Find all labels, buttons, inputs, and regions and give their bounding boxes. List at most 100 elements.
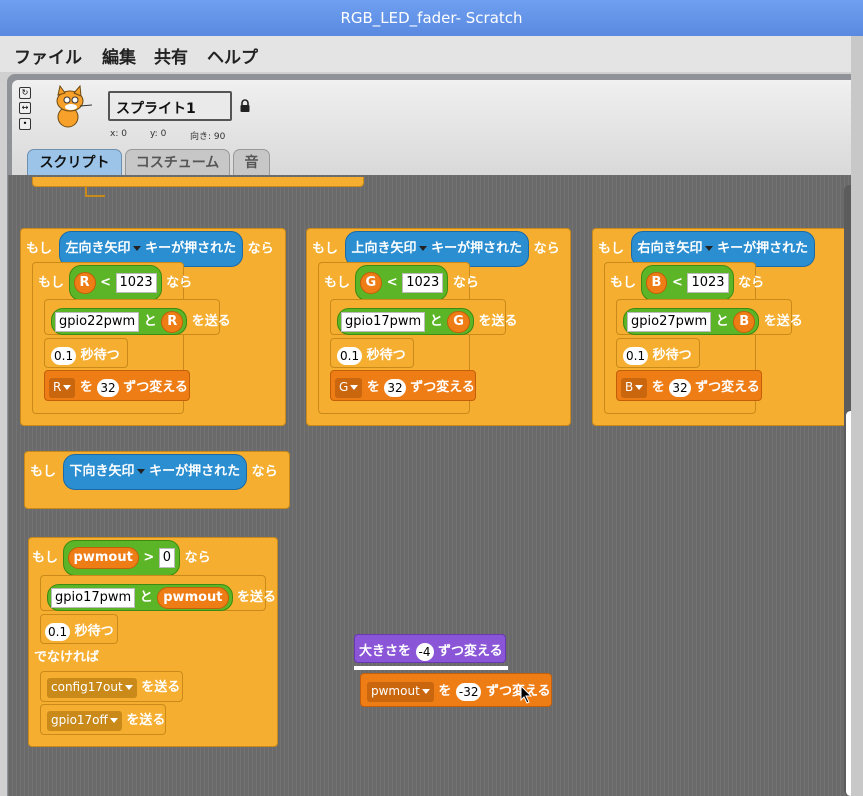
send-label: を送る	[126, 713, 166, 728]
wait-input[interactable]: 0.1	[623, 346, 649, 365]
send-label: を送る	[191, 313, 231, 329]
menu-help[interactable]: ヘルプ	[207, 48, 258, 68]
mouse-cursor-icon	[520, 685, 533, 704]
menu-edit[interactable]: 編集	[102, 48, 136, 68]
broadcast-block[interactable]: gpio17off を送る	[40, 704, 166, 735]
var-pwmout[interactable]: pwmout	[67, 546, 139, 569]
drop-indicator	[354, 666, 508, 670]
if-header: もし pwmout > 0 なら	[32, 540, 211, 576]
send-block[interactable]: gpio17pwm と pwmout を送る	[40, 575, 276, 611]
join-operator[interactable]: gpio17pwm と G	[337, 308, 474, 335]
size-label: 大きさを	[359, 644, 412, 659]
script-area[interactable]: もし 左向き矢印 キーが押された なら もし R < 1023 なら gpio2…	[8, 175, 863, 796]
send-name-input[interactable]: gpio17pwm	[51, 587, 136, 608]
size-by-label: ずつ変える	[438, 644, 503, 659]
wait-block[interactable]: 0.1 秒待つ	[40, 614, 118, 644]
then-label: なら	[251, 464, 278, 480]
gt-operator[interactable]: pwmout > 0	[62, 540, 181, 576]
join-operator[interactable]: gpio27pwm と B	[623, 308, 760, 335]
limit-input[interactable]: 1023	[687, 272, 729, 293]
var-dropdown[interactable]: G	[335, 377, 363, 398]
key-pressed-sensor[interactable]: 上向き矢印 キーが押された	[344, 231, 530, 267]
size-input[interactable]: -4	[415, 642, 434, 661]
var-r[interactable]: R	[73, 271, 96, 294]
lt-operator[interactable]: R < 1023	[68, 265, 162, 301]
tab-costumes[interactable]: コスチューム	[125, 149, 230, 175]
wait-block[interactable]: 0.1 秒待つ	[616, 338, 700, 368]
compare-input[interactable]: 0	[158, 547, 176, 568]
key-pressed-sensor[interactable]: 左向き矢印 キーが押された	[58, 231, 244, 267]
window-scrollbar[interactable]	[851, 36, 863, 796]
lt-operator[interactable]: B < 1023	[640, 265, 734, 301]
lt-operator[interactable]: G < 1023	[354, 265, 449, 301]
var-pwmout[interactable]: pwmout	[157, 586, 229, 609]
menu-file[interactable]: ファイル	[14, 48, 82, 68]
var-b[interactable]: B	[645, 271, 668, 294]
key-dropdown[interactable]: 右向き矢印	[637, 241, 703, 256]
step-input[interactable]: 32	[384, 378, 406, 397]
wait-block[interactable]: 0.1 秒待つ	[330, 338, 414, 368]
nested-if-header: もし R < 1023 なら	[38, 265, 192, 301]
var-dropdown[interactable]: pwmout	[367, 681, 434, 702]
send-block[interactable]: gpio27pwm と B を送る	[616, 299, 803, 335]
limit-input[interactable]: 1023	[402, 272, 444, 293]
change-size-block[interactable]: 大きさを -4 ずつ変える	[354, 634, 506, 663]
change-var-block[interactable]: G を 32 ずつ変える	[330, 370, 476, 401]
window-title: RGB_LED_fader- Scratch	[0, 0, 863, 36]
send-name-input[interactable]: gpio27pwm	[627, 311, 712, 332]
change-var-block[interactable]: B を 32 ずつ変える	[616, 370, 762, 401]
change-var-block[interactable]: R を 32 ずつ変える	[44, 370, 190, 401]
var-r[interactable]: R	[161, 310, 184, 333]
broadcast-block[interactable]: config17out を送る	[40, 671, 183, 702]
var-dropdown[interactable]: B	[621, 377, 648, 398]
var-b[interactable]: B	[733, 310, 756, 333]
tab-sounds[interactable]: 音	[233, 149, 270, 175]
sprite-y: y: 0	[150, 129, 167, 139]
changeby-label: ずつ変える	[695, 380, 760, 395]
step-input[interactable]: 32	[97, 378, 119, 397]
send-block[interactable]: gpio17pwm と G を送る	[330, 299, 517, 335]
key-dropdown[interactable]: 上向き矢印	[351, 241, 417, 256]
then-label: なら	[184, 550, 211, 566]
vertical-scrollbar-thumb[interactable]	[846, 411, 855, 796]
change-var-block[interactable]: pwmout を -32 ずつ変える	[360, 673, 552, 707]
limit-input[interactable]: 1023	[115, 272, 157, 293]
lt-symbol: <	[672, 275, 683, 290]
send-label: を送る	[141, 680, 181, 695]
rotate-all-icon[interactable]: ↻	[19, 87, 31, 99]
lock-icon[interactable]	[240, 99, 250, 112]
and-label: と	[143, 314, 157, 329]
message-dropdown[interactable]: gpio17off	[47, 710, 122, 731]
no-rotate-icon[interactable]: •	[19, 118, 31, 130]
if-header: もし 上向き矢印 キーが押された なら	[312, 231, 560, 267]
wait-input[interactable]: 0.1	[337, 346, 363, 365]
message-dropdown[interactable]: config17out	[47, 677, 137, 698]
var-g[interactable]: G	[359, 271, 383, 294]
pressed-label: キーが押された	[149, 464, 241, 479]
var-g[interactable]: G	[447, 310, 470, 333]
wait-input[interactable]: 0.1	[45, 622, 71, 641]
wait-block[interactable]: 0.1 秒待つ	[44, 338, 128, 368]
var-dropdown[interactable]: R	[49, 377, 76, 398]
wait-input[interactable]: 0.1	[51, 346, 77, 365]
cat-sprite-icon	[56, 85, 93, 128]
send-name-input[interactable]: gpio22pwm	[55, 311, 140, 332]
left-right-icon[interactable]: ↔	[19, 102, 31, 114]
partial-block-bottom[interactable]	[32, 177, 364, 187]
send-block[interactable]: gpio22pwm と R を送る	[44, 299, 231, 335]
key-dropdown[interactable]: 左向き矢印	[65, 241, 131, 256]
dropdown-arrow-icon	[136, 469, 145, 474]
message-value: gpio17off	[51, 712, 108, 727]
key-pressed-sensor[interactable]: 下向き矢印 キーが押された	[62, 454, 248, 490]
menu-share[interactable]: 共有	[154, 48, 188, 68]
send-name-input[interactable]: gpio17pwm	[341, 311, 426, 332]
step-input[interactable]: 32	[669, 378, 691, 397]
key-pressed-sensor[interactable]: 右向き矢印 キーが押された	[630, 231, 816, 267]
tab-scripts[interactable]: スクリプト	[27, 149, 122, 175]
sprite-name-field[interactable]: スプライト1	[108, 91, 232, 121]
key-dropdown[interactable]: 下向き矢印	[69, 464, 135, 479]
var-dropdown-value: R	[53, 379, 62, 394]
step-input[interactable]: -32	[455, 682, 482, 701]
join-operator[interactable]: gpio22pwm と R	[51, 308, 188, 335]
join-operator[interactable]: gpio17pwm と pwmout	[47, 584, 233, 611]
